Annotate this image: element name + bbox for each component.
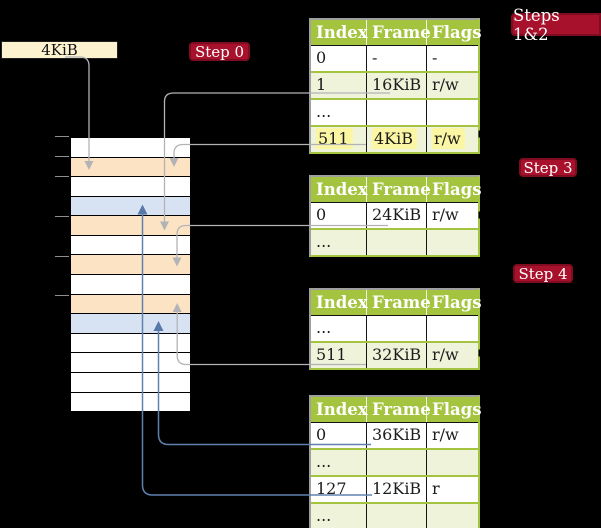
frame-4kib-box: 4KiB	[1, 41, 118, 59]
column-header-flags: Flags	[432, 23, 482, 42]
table-row: ...	[311, 228, 478, 255]
address-tick	[55, 295, 69, 296]
memory-row	[71, 353, 190, 373]
cell-frame: 32KiB	[372, 345, 422, 364]
memory-row	[71, 216, 190, 236]
cell-flags: r/w	[432, 75, 459, 94]
memory-row	[71, 372, 190, 393]
cell-index: 0	[316, 48, 327, 67]
table-header-row: Index Frame Flags	[311, 20, 482, 46]
cell-index: 0	[316, 425, 327, 444]
table-row: ...	[311, 316, 478, 341]
step-4-label: Step 4	[518, 264, 568, 283]
column-header-index: Index	[311, 290, 368, 315]
cell-index: 1	[316, 75, 327, 94]
memory-row	[71, 138, 190, 158]
cell-index: ...	[316, 232, 332, 251]
cell-flags: r	[432, 479, 440, 498]
cell-flags: -	[432, 48, 438, 67]
table-row: ...	[311, 502, 478, 528]
cell-flags: r/w	[432, 205, 459, 224]
cell-index: 0	[316, 205, 327, 224]
page-table-level-1: Index Frame Flags 0 36KiB r/w ... 127 12…	[309, 395, 482, 528]
cell-flags: r/w	[432, 425, 459, 444]
column-header-index: Index	[311, 20, 368, 45]
table-row: 0 - -	[311, 46, 478, 71]
column-header-index: Index	[311, 397, 368, 422]
cell-frame: 4KiB	[372, 128, 418, 149]
column-header-frame: Frame	[367, 20, 431, 45]
memory-row	[71, 333, 190, 354]
cell-index: 511	[316, 128, 353, 149]
steps-1-2-label: Steps 1&2	[513, 5, 560, 44]
table-row: 0 24KiB r/w	[311, 203, 478, 228]
physical-memory-column	[70, 137, 191, 412]
cell-flags: r/w	[432, 128, 465, 149]
cell-index: ...	[316, 506, 332, 525]
cell-index: ...	[316, 318, 332, 337]
table-row-highlighted: 511 4KiB r/w	[311, 125, 478, 152]
cell-index: ...	[316, 102, 332, 121]
column-header-flags: Flags	[432, 400, 482, 419]
column-header-flags: Flags	[432, 180, 482, 199]
column-header-frame: Frame	[367, 397, 431, 422]
address-tick	[55, 136, 69, 137]
memory-row	[71, 255, 190, 276]
memory-row	[71, 294, 190, 315]
table-header-row: Index Frame Flags	[311, 177, 482, 203]
address-tick	[55, 256, 69, 257]
memory-row	[71, 392, 190, 412]
step-4-badge: Step 4	[513, 264, 573, 283]
column-header-index: Index	[311, 177, 368, 202]
frame-4kib-label: 4KiB	[41, 41, 78, 59]
cell-frame: 36KiB	[372, 425, 422, 444]
step-3-badge: Step 3	[519, 158, 577, 177]
table-row: ...	[311, 448, 478, 475]
step-0-label: Step 0	[194, 42, 245, 61]
steps-1-2-badge: Steps 1&2	[511, 6, 601, 44]
cell-flags: r/w	[432, 345, 459, 364]
cell-frame: 24KiB	[372, 205, 422, 224]
column-header-frame: Frame	[367, 177, 431, 202]
cell-index: 127	[316, 479, 347, 498]
table-row: 1 16KiB r/w	[311, 71, 478, 98]
table-row: 127 12KiB r	[311, 475, 478, 502]
memory-row	[71, 177, 190, 197]
memory-row	[71, 157, 190, 178]
step-0-badge: Step 0	[189, 42, 250, 61]
table-row: 0 36KiB r/w	[311, 423, 478, 448]
address-tick	[55, 216, 69, 217]
memory-row	[71, 196, 190, 217]
address-tick	[55, 156, 69, 157]
memory-row	[71, 235, 190, 256]
cell-frame: -	[372, 48, 378, 67]
memory-row	[71, 275, 190, 295]
table-row: 511 32KiB r/w	[311, 341, 478, 368]
address-tick	[55, 176, 69, 177]
table-header-row: Index Frame Flags	[311, 290, 482, 316]
column-header-frame: Frame	[367, 290, 431, 315]
cell-frame: 16KiB	[372, 75, 422, 94]
cell-index: 511	[316, 345, 347, 364]
page-table-step-3: Index Frame Flags 0 24KiB r/w ...	[309, 175, 482, 257]
memory-row	[71, 314, 190, 334]
column-header-flags: Flags	[432, 293, 482, 312]
table-header-row: Index Frame Flags	[311, 397, 482, 423]
cell-frame: 12KiB	[372, 479, 422, 498]
page-table-step-4: Index Frame Flags ... 511 32KiB r/w	[309, 288, 482, 370]
table-row: ...	[311, 98, 478, 125]
step-3-label: Step 3	[523, 158, 573, 177]
cell-index: ...	[316, 452, 332, 471]
page-table-steps-1-2: Index Frame Flags 0 - - 1 16KiB r/w ... …	[309, 18, 482, 154]
